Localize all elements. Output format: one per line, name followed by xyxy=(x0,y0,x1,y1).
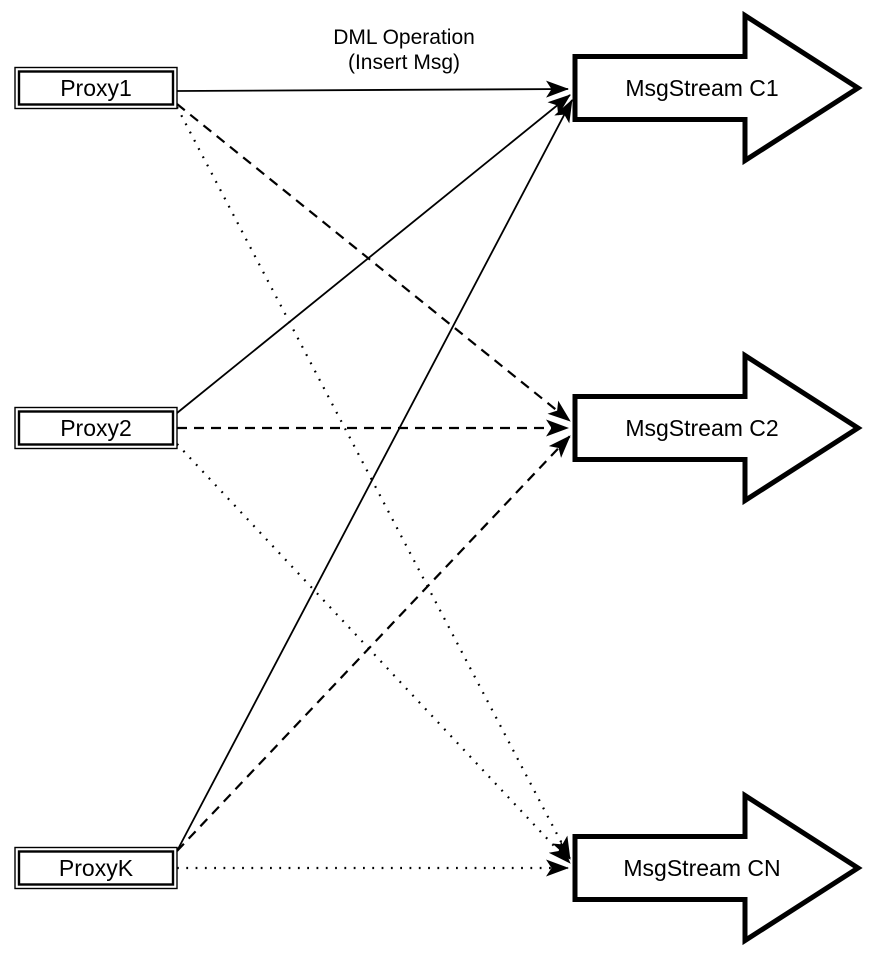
connection-proxy2-c1-solid xyxy=(176,94,571,414)
connection-lines xyxy=(176,80,573,877)
proxy-node-1: Proxy1 xyxy=(14,66,178,110)
edge-label-line1: DML Operation xyxy=(333,26,475,49)
connection-proxy1-cn-dotted xyxy=(176,106,571,860)
proxy2-label: Proxy2 xyxy=(60,415,132,441)
stream-node-c1: MsgStream C1 xyxy=(572,10,863,166)
proxyk-box-inner xyxy=(17,850,175,886)
msgstream-c1-label: MsgStream C1 xyxy=(625,75,778,101)
proxy1-label: Proxy1 xyxy=(60,75,132,101)
connection-proxyk-c2-dashed xyxy=(176,435,571,852)
edge-label-line2: (Insert Msg) xyxy=(348,51,460,74)
connection-proxyk-c1-solid xyxy=(176,99,573,852)
proxy2-box-inner xyxy=(17,410,175,446)
msgstream-c2-arrow-shape xyxy=(572,350,863,506)
msgstream-c2-label: MsgStream C2 xyxy=(625,415,778,441)
msgstream-cn-arrow-shape xyxy=(572,790,863,946)
connection-proxy1-c1-solid xyxy=(176,80,569,98)
proxy-node-2: Proxy2 xyxy=(14,406,178,450)
connection-proxy1-c2-dashed xyxy=(176,103,571,422)
stream-node-cn: MsgStream CN xyxy=(572,790,863,946)
connection-proxy2-cn-dotted xyxy=(176,443,571,864)
proxyk-label: ProxyK xyxy=(59,855,134,881)
proxy1-box-inner xyxy=(17,70,175,106)
msgstream-c1-arrow-shape xyxy=(572,10,863,166)
proxy-node-k: ProxyK xyxy=(14,846,178,890)
edge-label-dml-operation: DML Operation (Insert Msg) xyxy=(333,26,475,74)
msgstream-cn-label: MsgStream CN xyxy=(623,855,780,881)
stream-node-c2: MsgStream C2 xyxy=(572,350,863,506)
